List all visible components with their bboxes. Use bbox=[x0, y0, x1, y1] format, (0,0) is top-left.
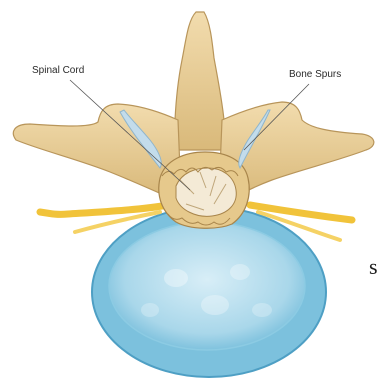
vertebra-bone bbox=[13, 12, 374, 228]
spinal-cord-label: Spinal Cord bbox=[32, 65, 84, 76]
bone-spurs-label: Bone Spurs bbox=[289, 69, 341, 80]
vertebral-disc bbox=[92, 207, 326, 377]
edge-text-fragment: s bbox=[369, 254, 377, 280]
